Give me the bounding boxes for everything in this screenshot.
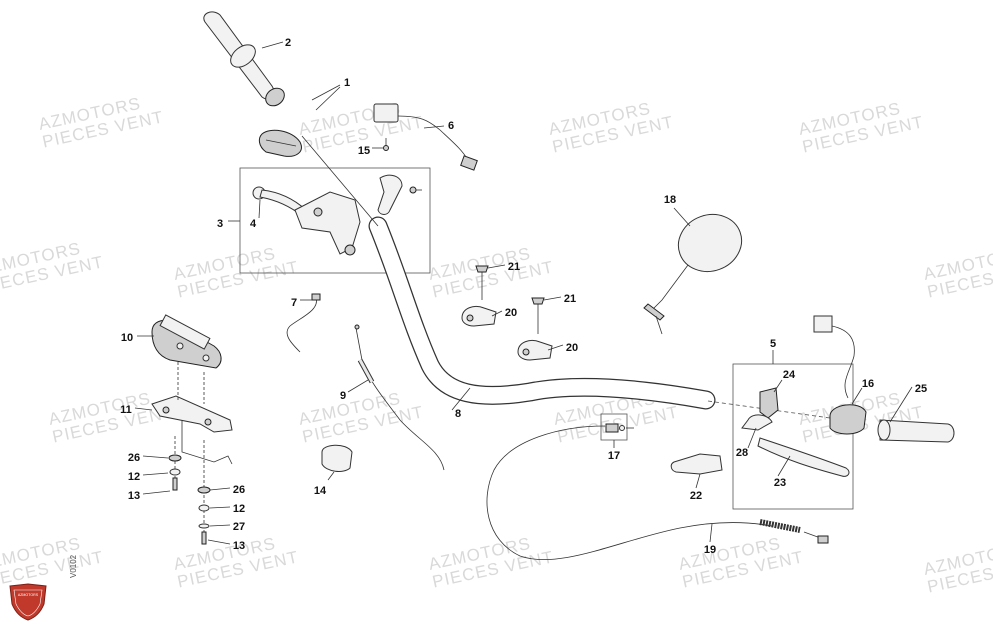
part-number-6: 6 [448,120,454,132]
clamp-lower [517,297,553,361]
part-number-21b: 21 [564,293,576,305]
throttle-housing [258,129,302,157]
watermark: AZMOTORS PIECES VENT [922,244,993,302]
watermark: AZMOTORS PIECES VENT [0,534,105,592]
part-number-26b: 26 [233,484,245,496]
part-number-13a: 13 [128,490,140,502]
part-number-27: 27 [233,521,245,533]
leader-lines [134,41,913,545]
watermark: AZMOTORS PIECES VENT [172,244,300,302]
logo-text: AZMOTORS [18,593,39,597]
clutch-cable [486,425,829,560]
part-number-19: 19 [704,544,716,556]
part-number-16: 16 [862,378,874,390]
part-number-28: 28 [736,447,748,459]
part-number-20b: 20 [566,342,578,354]
watermark: AZMOTORS PIECES VENT [427,534,555,592]
part-number-9: 9 [340,390,346,402]
watermark: AZMOTORS PIECES VENT [427,244,555,302]
part-number-4: 4 [250,218,257,230]
part-number-5: 5 [770,338,776,350]
part-number-22: 22 [690,490,702,502]
throttle-cable [354,324,445,471]
part-number-17: 17 [608,450,620,462]
watermark: AZMOTORS PIECES VENT [797,99,925,157]
clutch-lever-assembly-box [732,363,854,510]
clamp-upper [461,265,497,327]
fluid-reservoir [151,314,222,369]
master-cylinder [294,174,422,256]
part-number-25: 25 [915,383,927,395]
part-number-11: 11 [120,404,132,416]
watermark: AZMOTORS PIECES VENT [47,389,175,447]
part-number-21a: 21 [508,261,520,273]
clutch-lever [757,437,850,477]
clutch-lever-bracket [741,387,779,431]
part-number-10: 10 [121,332,133,344]
lever-assembly-box [239,167,431,274]
watermark: AZMOTORS PIECES VENT [547,99,675,157]
wire-7 [286,293,321,353]
part-number-8: 8 [455,408,461,420]
cable-adjuster [605,423,634,433]
part-number-18: 18 [664,194,676,206]
part-number-1: 1 [344,77,350,89]
part-number-26a: 26 [128,452,140,464]
cable-boot [670,453,723,475]
switch-16 [813,315,867,435]
watermark: AZMOTORS PIECES VENT [922,539,993,597]
part-number-20a: 20 [505,307,517,319]
switch-6 [373,103,478,171]
part-number-3: 3 [217,218,223,230]
part-number-12a: 12 [128,471,140,483]
left-grip [203,11,285,107]
fastener-stack-left [168,436,182,491]
reservoir-bracket [151,362,233,465]
part-number-15: 15 [358,145,370,157]
watermark: AZMOTORS PIECES VENT [0,239,105,297]
part-number-23: 23 [774,477,786,489]
brand-logo: AZMOTORS [9,583,47,621]
part-number-24: 24 [783,369,796,381]
part-number-13b: 13 [233,540,245,552]
watermark: AZMOTORS PIECES VENT [677,534,805,592]
part-number-14: 14 [314,485,327,497]
part-number-12b: 12 [233,503,245,515]
handlebar [368,216,831,419]
rubber-cover [321,444,353,472]
watermark: AZMOTORS PIECES VENT [297,389,425,447]
part-number-2: 2 [285,37,291,49]
mirror [643,214,743,335]
right-grip [877,419,955,443]
watermark: AZMOTORS PIECES VENT [37,94,165,152]
fastener-stack-right [197,440,211,545]
diagram-code: V0102 [69,554,78,578]
front-brake-lever [252,186,307,217]
watermark-layer: AZMOTORS PIECES VENT AZMOTORS PIECES VEN… [0,94,993,597]
part-number-7: 7 [291,297,297,309]
